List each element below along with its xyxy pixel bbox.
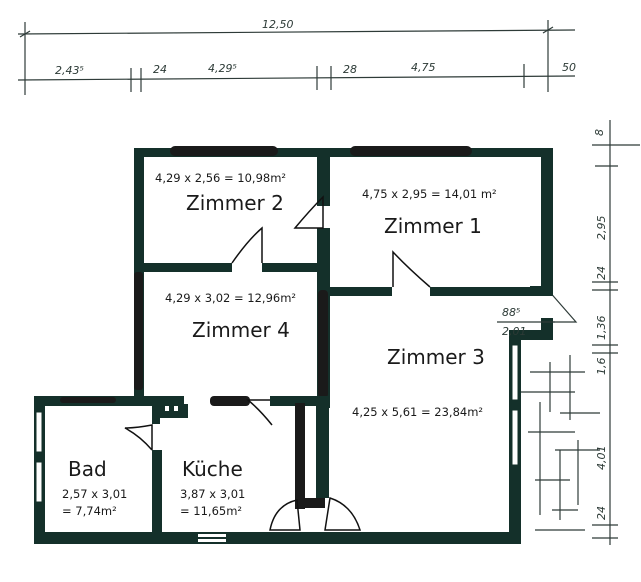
overall-width-label: 12,50: [262, 18, 294, 31]
room-area-line1: 2,57 x 3,01: [62, 487, 127, 501]
doors: [124, 195, 431, 531]
right-dim-3: 24: [595, 266, 608, 280]
room-name: Zimmer 4: [192, 318, 290, 342]
right-dim-4: 1,36: [595, 316, 608, 341]
door-zimmer1: [392, 250, 431, 288]
right-dim-1: 8: [593, 129, 606, 136]
walls: [34, 146, 553, 544]
right-dim-2: 2,95: [595, 216, 608, 241]
dim-segment-1: 2,43⁵: [55, 64, 84, 77]
door-zimmer2-right: [293, 195, 324, 229]
room-kueche: Küche 3,87 x 3,01 = 11,65m²: [180, 457, 245, 518]
room-name: Bad: [68, 457, 107, 481]
dim-segment-4: 28: [343, 63, 357, 76]
room-area: 4,75 x 2,95 = 14,01 m²: [362, 187, 497, 201]
dim-segment-6: 50: [562, 61, 576, 74]
stair-opening-dimension: 88⁵ 2,01: [497, 306, 555, 338]
room-zimmer-3: Zimmer 3 4,25 x 5,61 = 23,84m²: [352, 345, 485, 419]
room-area: 4,29 x 3,02 = 12,96m²: [165, 291, 296, 305]
room-area-line1: 3,87 x 3,01: [180, 487, 245, 501]
room-area: 4,25 x 5,61 = 23,84m²: [352, 405, 483, 419]
door-kueche: [245, 399, 273, 426]
door-bad: [124, 424, 153, 451]
right-dim-5: 1,6: [595, 358, 608, 376]
room-bad: Bad 2,57 x 3,01 = 7,74m²: [62, 457, 127, 518]
door-chimney-left: [269, 499, 301, 531]
dim-segment-3: 4,29⁵: [208, 62, 237, 75]
room-area: 4,29 x 2,56 = 10,98m²: [155, 171, 286, 185]
room-zimmer-2: 4,29 x 2,56 = 10,98m² Zimmer 2: [155, 171, 286, 215]
right-dimension-chain: 8 2,95 24 1,36 1,6 4,01 24: [592, 120, 640, 545]
stair-dim-bottom: 2,01: [502, 325, 527, 338]
door-zimmer2-bottom: [231, 226, 263, 264]
right-dim-6: 4,01: [595, 446, 608, 471]
dim-segment-2: 24: [153, 63, 167, 76]
room-name: Zimmer 2: [186, 191, 284, 215]
top-dimension-chain: 12,50 2,43⁵ 24 4,29⁵ 28 4,75 50: [17, 18, 576, 95]
room-name: Zimmer 3: [387, 345, 485, 369]
room-zimmer-1: 4,75 x 2,95 = 14,01 m² Zimmer 1: [362, 187, 497, 238]
room-area-line2: = 11,65m²: [180, 504, 242, 518]
right-dim-7: 24: [595, 506, 608, 520]
room-name: Zimmer 1: [384, 214, 482, 238]
dim-segment-5: 4,75: [411, 61, 436, 74]
room-name: Küche: [182, 457, 243, 481]
room-zimmer-4: 4,29 x 3,02 = 12,96m² Zimmer 4: [165, 291, 296, 342]
stair-dim-top: 88⁵: [502, 306, 520, 319]
room-area-line2: = 7,74m²: [62, 504, 117, 518]
door-chimney-right: [324, 497, 362, 531]
staircase: [520, 289, 600, 531]
